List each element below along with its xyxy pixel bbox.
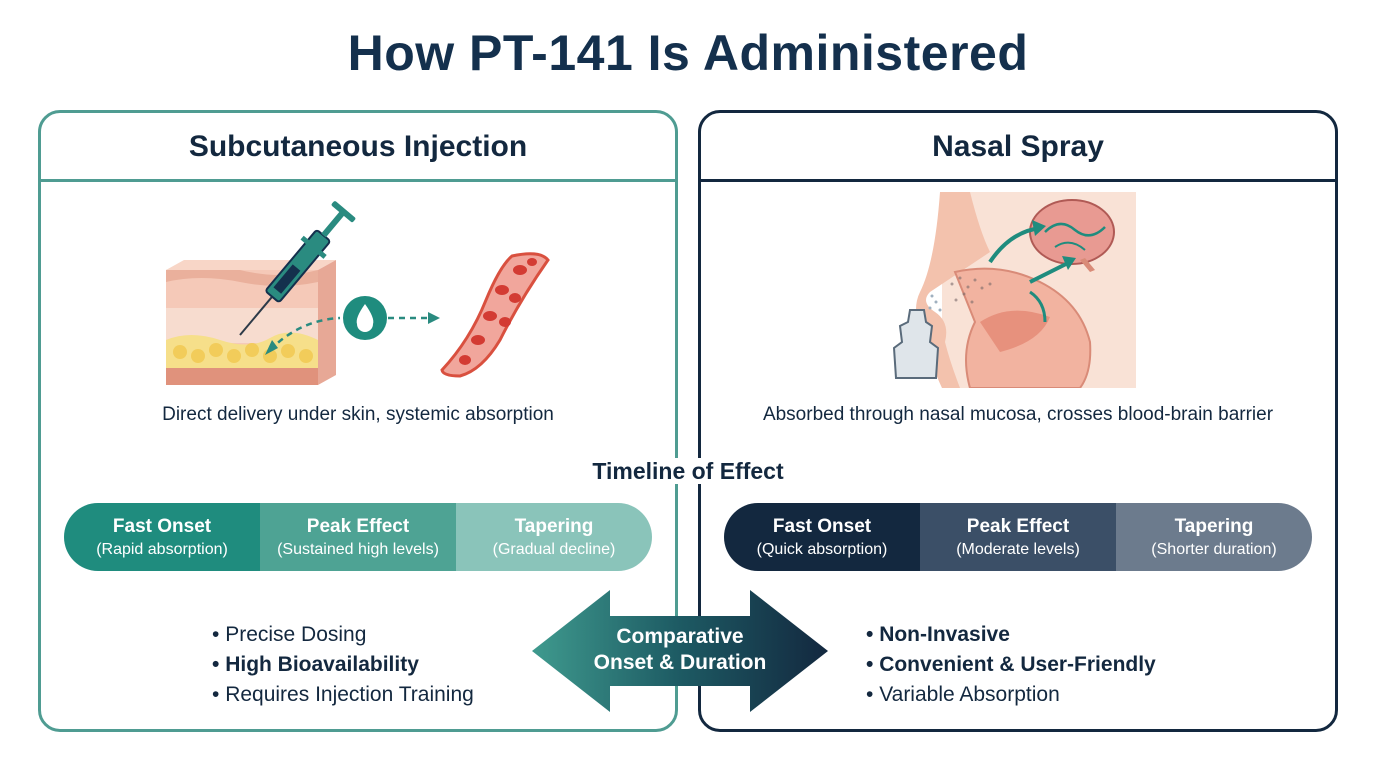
center-arrow-label: Comparative Onset & Duration xyxy=(593,625,767,674)
nasal-caption: Absorbed through nasal mucosa, crosses b… xyxy=(762,404,1274,425)
injection-bullet-1: • Precise Dosing xyxy=(212,623,367,646)
injection-bullets: • Precise Dosing • High Bioavailability … xyxy=(212,620,474,710)
injection-caption: Direct delivery under skin, systemic abs… xyxy=(162,404,554,425)
blood-vessel-icon xyxy=(440,252,550,378)
injection-illustration xyxy=(166,201,550,385)
page-title: How PT-141 Is Administered xyxy=(347,25,1029,81)
injection-bullet-2: • High Bioavailability xyxy=(212,653,419,676)
nasal-illustration xyxy=(892,192,1136,388)
nasal-timeline-bar: Fast Onset(Quick absorption) Peak Effect… xyxy=(724,503,1312,571)
injection-timeline-bar: Fast Onset(Rapid absorption) Peak Effect… xyxy=(64,503,652,571)
injection-timeline-fast-onset: Fast Onset(Rapid absorption) xyxy=(64,503,260,571)
timeline-title: Timeline of Effect xyxy=(0,458,1376,485)
injection-heading: Subcutaneous Injection xyxy=(41,113,675,182)
nasal-bullet-1: • Non-Invasive xyxy=(866,623,1010,646)
nasal-bullet-2: • Convenient & User-Friendly xyxy=(866,653,1156,676)
droplet-icon xyxy=(343,296,387,340)
nasal-timeline-tapering: Tapering(Shorter duration) xyxy=(1116,503,1312,571)
nasal-anatomy-icon xyxy=(916,192,1092,388)
nasal-spray-icon xyxy=(892,294,942,379)
injection-panel: Subcutaneous Injection xyxy=(38,110,678,732)
nasal-timeline-fast-onset: Fast Onset(Quick absorption) xyxy=(724,503,920,571)
nasal-bullets: • Non-Invasive • Convenient & User-Frien… xyxy=(866,620,1156,710)
nasal-bullet-3: • Variable Absorption xyxy=(866,683,1060,706)
nasal-timeline-peak-effect: Peak Effect(Moderate levels) xyxy=(920,503,1116,571)
double-arrow-icon xyxy=(532,590,828,712)
syringe-icon xyxy=(239,201,356,336)
injection-bullet-3: • Requires Injection Training xyxy=(212,683,474,706)
injection-timeline-peak-effect: Peak Effect(Sustained high levels) xyxy=(260,503,456,571)
skin-layers-icon xyxy=(166,260,336,385)
injection-timeline-tapering: Tapering(Gradual decline) xyxy=(456,503,652,571)
nasal-heading: Nasal Spray xyxy=(701,113,1335,182)
